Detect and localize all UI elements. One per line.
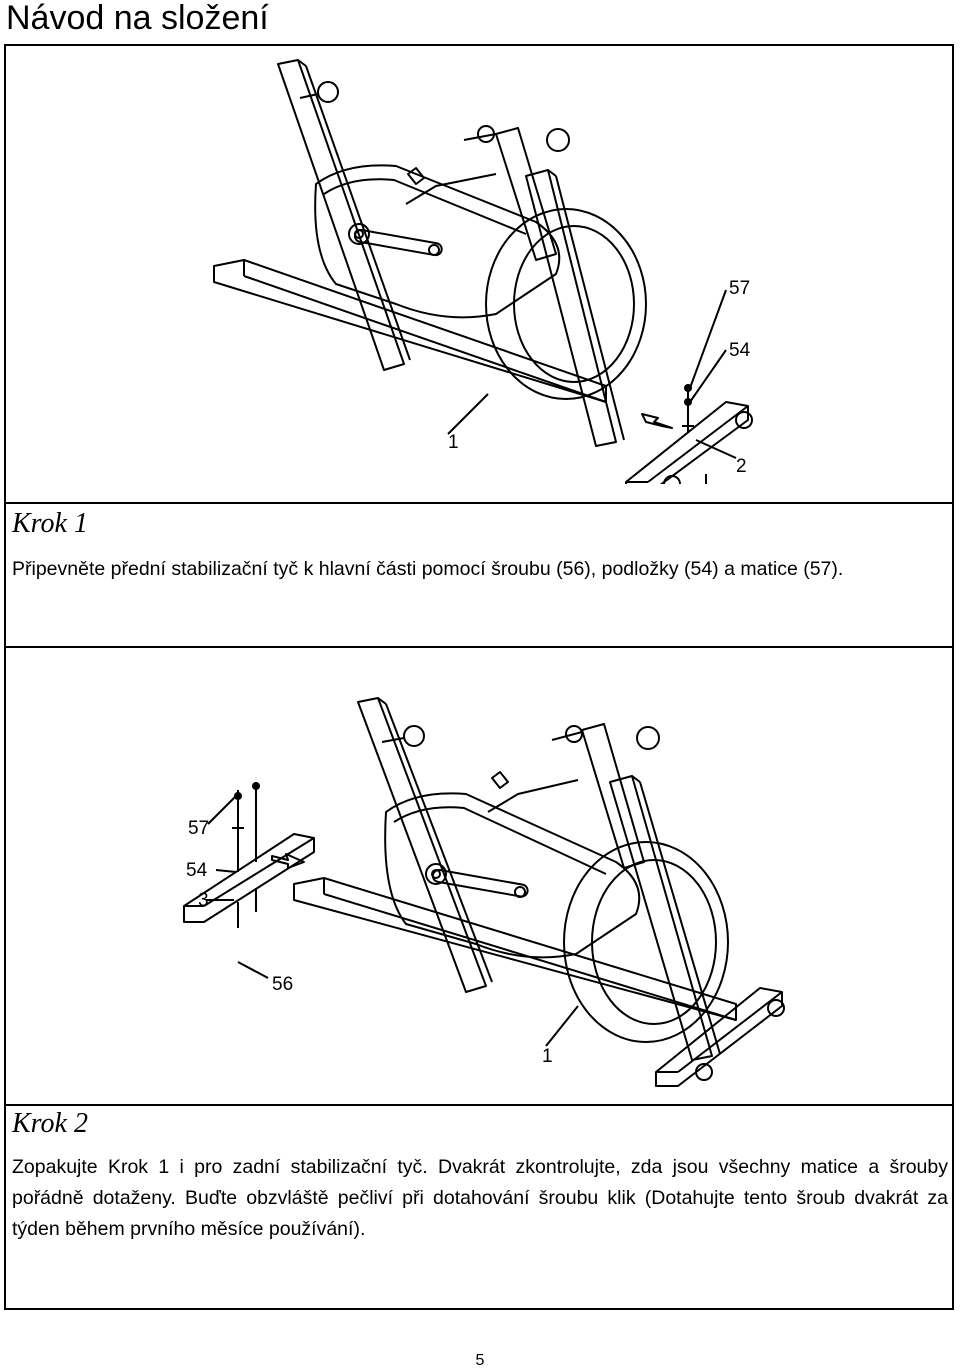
page-number: 5 — [475, 1352, 485, 1369]
step2-text: Zopakujte Krok 1 i pro zadní stabilizačn… — [12, 1156, 948, 1240]
label-54: 54 — [186, 860, 208, 881]
exercise-bike-diagram-front-stabilizer: 57 54 1 2 — [213, 59, 753, 484]
divider — [6, 646, 952, 648]
page-title: Návod na složení — [6, 0, 269, 37]
label-54: 54 — [729, 340, 751, 361]
step1-figure: 57 54 1 2 — [196, 54, 786, 484]
instructions-frame: 57 54 1 2 Krok 1 Připevněte přední stabi… — [4, 44, 954, 1310]
label-3: 3 — [198, 890, 209, 911]
label-1: 1 — [448, 432, 459, 453]
step2-figure: 57 54 3 56 1 — [176, 662, 796, 1092]
label-2: 2 — [736, 456, 747, 477]
label-1: 1 — [542, 1046, 553, 1067]
step2-title: Krok 2 — [12, 1108, 88, 1139]
label-57: 57 — [729, 278, 750, 299]
label-56: 56 — [272, 974, 293, 995]
step1-text: Připevněte přední stabilizační tyč k hla… — [12, 558, 844, 580]
divider — [6, 502, 952, 504]
step1-title: Krok 1 — [12, 508, 88, 539]
divider — [6, 1104, 952, 1106]
label-57: 57 — [188, 818, 209, 839]
exercise-bike-diagram-rear-stabilizer: 57 54 3 56 1 — [183, 697, 785, 1087]
